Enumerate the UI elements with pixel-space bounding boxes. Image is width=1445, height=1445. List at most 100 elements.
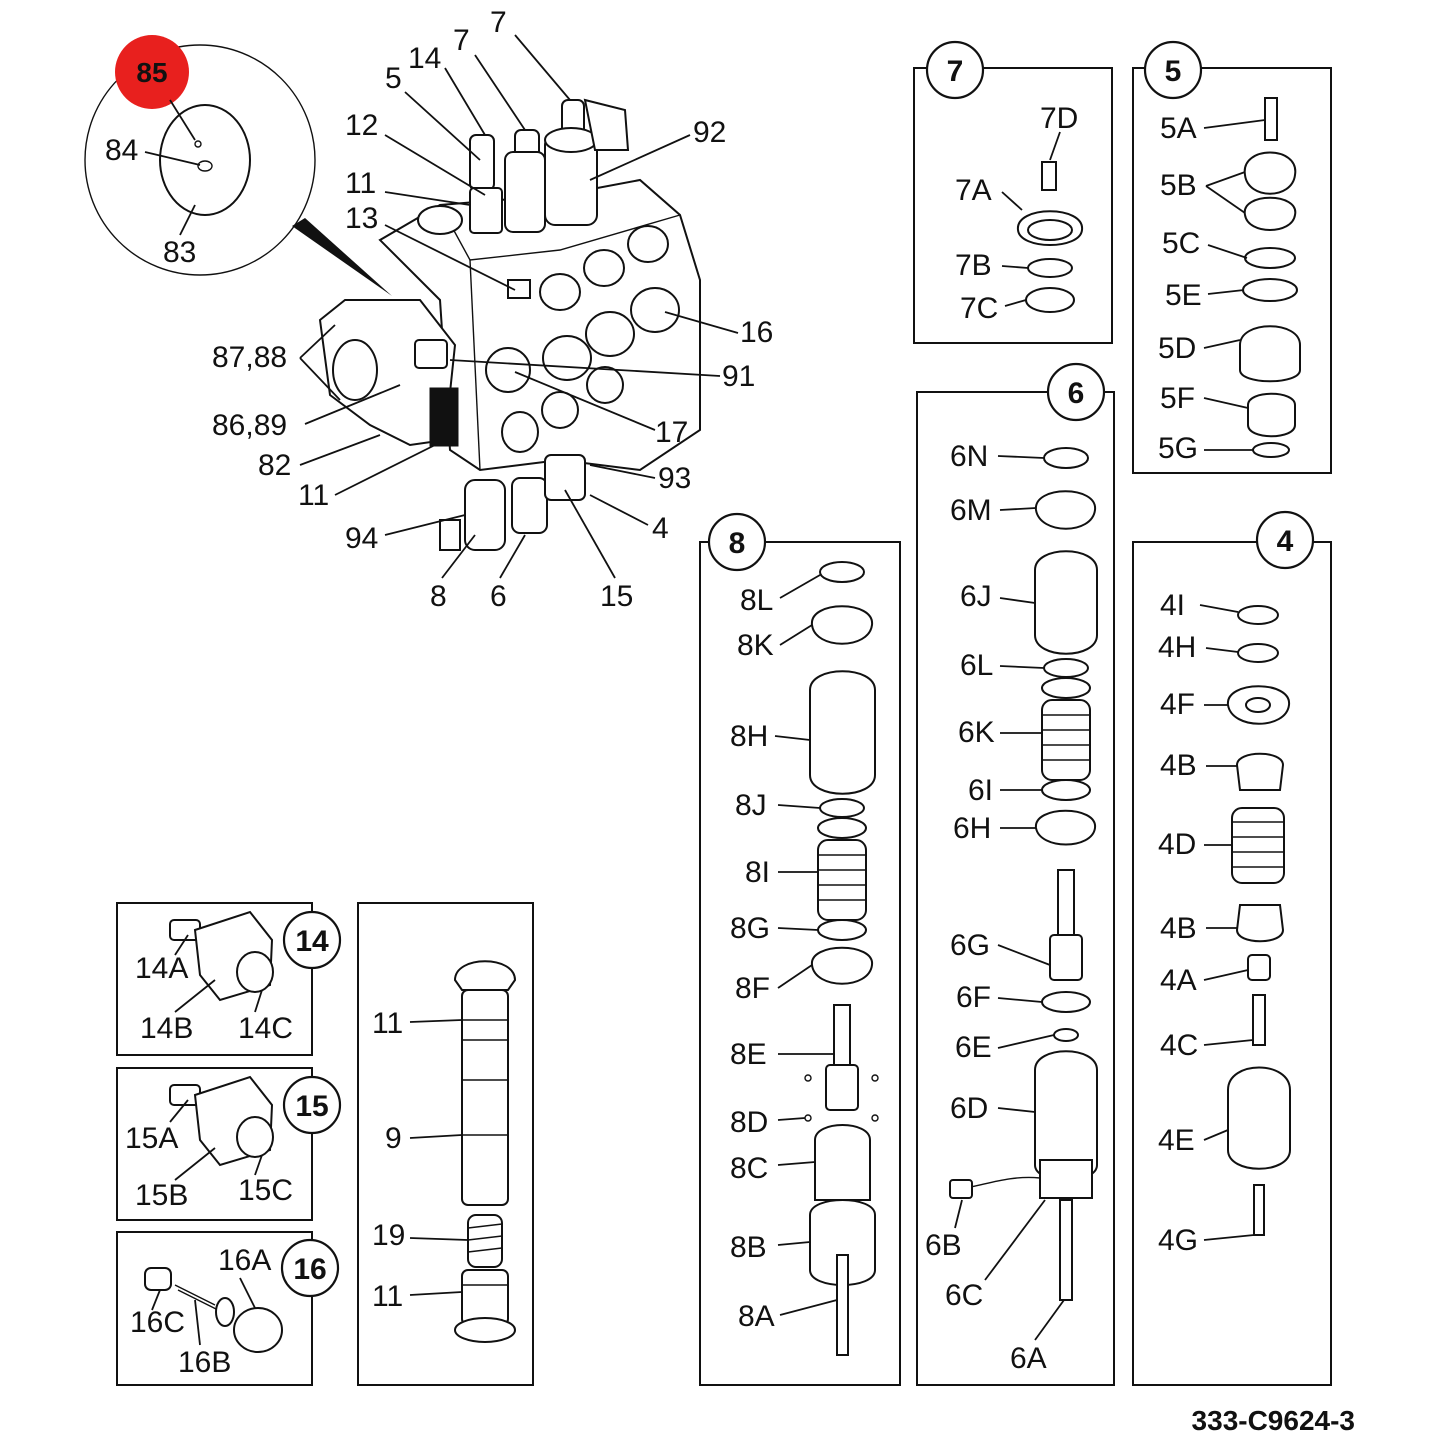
svg-text:8J: 8J [735,789,767,822]
panel-15: 15 15A 15B 15C [116,1067,342,1221]
svg-text:4B: 4B [1160,912,1197,945]
svg-text:6M: 6M [950,494,992,527]
label-94: 94 [345,522,378,555]
svg-text:8H: 8H [730,720,768,753]
svg-text:4A: 4A [1160,964,1197,997]
svg-text:5G: 5G [1158,432,1198,465]
label-4: 4 [652,512,669,545]
svg-text:4I: 4I [1160,589,1185,622]
svg-text:4B: 4B [1160,749,1197,782]
svg-text:11: 11 [372,1280,403,1313]
label-7b: 7 [453,24,470,57]
label-8: 8 [430,580,447,613]
svg-text:8K: 8K [737,629,774,662]
svg-text:7B: 7B [955,249,992,282]
svg-text:4H: 4H [1158,631,1196,664]
panel-8: 8 8L 8K 8H 8J 8I 8G 8F 8E [699,512,901,1386]
svg-text:6H: 6H [953,812,991,845]
svg-text:6E: 6E [955,1031,992,1064]
label-11b: 11 [298,479,329,512]
label-11a: 11 [345,167,376,200]
svg-text:15A: 15A [125,1122,178,1155]
svg-text:8D: 8D [730,1106,768,1139]
svg-text:14: 14 [295,925,329,958]
label-17: 17 [655,416,688,449]
svg-text:8B: 8B [730,1231,767,1264]
svg-text:6: 6 [1068,377,1085,410]
panel-14: 14 14A 14B 14C [116,902,342,1056]
svg-text:5D: 5D [1158,332,1196,365]
svg-text:4E: 4E [1158,1124,1195,1157]
svg-text:6G: 6G [950,929,990,962]
svg-text:5: 5 [1165,55,1182,88]
svg-text:8G: 8G [730,912,770,945]
svg-text:15: 15 [295,1090,328,1123]
svg-text:6K: 6K [958,716,995,749]
svg-text:4G: 4G [1158,1224,1198,1257]
label-12: 12 [345,109,378,142]
label-92: 92 [693,116,726,149]
label-93: 93 [658,462,691,495]
svg-text:7C: 7C [960,292,998,325]
label-14: 14 [408,42,441,75]
svg-text:4D: 4D [1158,828,1196,861]
svg-text:7A: 7A [955,174,992,207]
label-13: 13 [345,202,378,235]
label-6: 6 [490,580,507,613]
main-valve-assembly [84,44,701,551]
svg-text:8C: 8C [730,1152,768,1185]
label-15: 15 [600,580,633,613]
svg-text:6I: 6I [968,774,993,807]
svg-text:6N: 6N [950,440,988,473]
detail-circle [84,44,316,276]
svg-text:7D: 7D [1040,102,1078,135]
svg-text:8I: 8I [745,856,770,889]
svg-text:11: 11 [372,1007,403,1040]
svg-text:5A: 5A [1160,112,1197,145]
svg-text:8F: 8F [735,972,770,1005]
svg-text:8L: 8L [740,584,773,617]
svg-text:4F: 4F [1160,688,1195,721]
svg-text:16A: 16A [218,1244,271,1277]
svg-text:4: 4 [1277,525,1294,558]
svg-text:8E: 8E [730,1038,767,1071]
label-91: 91 [722,360,755,393]
panel-4: 4 4I 4H 4F 4B 4D 4B 4A 4C 4E 4G [1132,510,1332,1386]
svg-text:6L: 6L [960,649,993,682]
svg-text:5E: 5E [1165,279,1202,312]
label-86-89: 86,89 [212,409,287,442]
label-84: 84 [105,134,138,167]
detail-pointer [292,218,392,296]
svg-text:7: 7 [947,55,964,88]
svg-text:8: 8 [729,527,746,560]
svg-text:14C: 14C [238,1012,293,1045]
svg-text:6B: 6B [925,1229,962,1262]
svg-text:14B: 14B [140,1012,193,1045]
svg-text:5C: 5C [1162,227,1200,260]
svg-text:19: 19 [372,1219,405,1252]
highlight-badge[interactable] [115,35,189,109]
label-87-88: 87,88 [212,341,287,374]
label-16: 16 [740,316,773,349]
svg-text:16C: 16C [130,1306,185,1339]
label-5: 5 [385,62,402,95]
svg-text:9: 9 [385,1122,402,1155]
highlight-label: 85 [136,57,167,88]
label-83: 83 [163,236,196,269]
svg-text:15C: 15C [238,1174,293,1207]
panel-16: 16 16A 16C 16B [116,1231,340,1386]
svg-text:5B: 5B [1160,169,1197,202]
label-7a: 7 [490,6,507,39]
panel-spool: 11 9 19 11 [357,902,534,1386]
main-labels: 85 7 14 7 5 12 92 11 13 84 83 16 87,88 9… [105,6,773,613]
svg-text:6C: 6C [945,1279,983,1312]
svg-text:14A: 14A [135,952,188,985]
svg-text:5F: 5F [1160,382,1195,415]
label-82: 82 [258,449,291,482]
svg-text:16: 16 [293,1253,326,1286]
panel-5: 5 5A 5B 5C 5E 5D 5F 5G [1132,40,1332,474]
plate-83 [159,104,251,216]
svg-text:6A: 6A [1010,1342,1047,1375]
svg-text:15B: 15B [135,1179,188,1212]
